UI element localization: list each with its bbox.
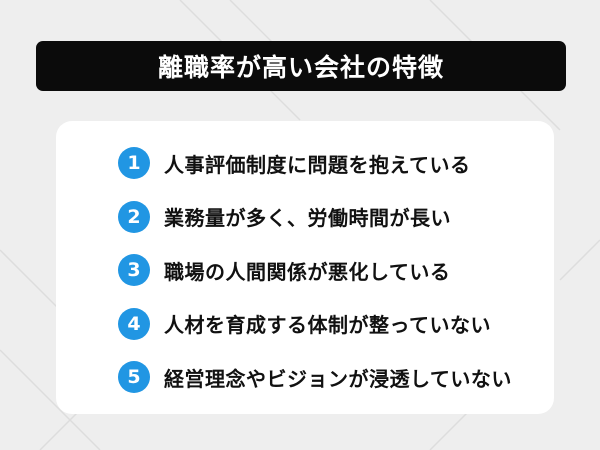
list-item-text: 職場の人間関係が悪化している xyxy=(164,259,451,284)
list-item: 2 業務量が多く、労働時間が長い xyxy=(118,196,512,238)
list-item-text: 人事評価制度に問題を抱えている xyxy=(164,152,471,177)
list-item: 4 人材を育成する体制が整っていない xyxy=(118,303,512,345)
number-badge: 1 xyxy=(118,147,150,179)
feature-list: 1 人事評価制度に問題を抱えている 2 業務量が多く、労働時間が長い 3 職場の… xyxy=(118,142,512,410)
list-item-text: 人材を育成する体制が整っていない xyxy=(164,313,491,337)
number-badge: 3 xyxy=(118,254,150,286)
number-badge: 5 xyxy=(118,361,150,393)
list-item: 3 職場の人間関係が悪化している xyxy=(118,249,512,291)
list-item: 1 人事評価制度に問題を抱えている xyxy=(118,142,512,184)
number-badge: 2 xyxy=(118,200,150,233)
number-badge: 4 xyxy=(118,307,150,340)
title-banner: 離職率が高い会社の特徴 xyxy=(36,41,566,91)
list-item-text: 経営理念やビジョンが浸透していない xyxy=(164,366,512,391)
list-item-text: 業務量が多く、労働時間が長い xyxy=(164,206,451,230)
page-title: 離職率が高い会社の特徴 xyxy=(157,53,444,82)
list-item: 5 経営理念やビジョンが浸透していない xyxy=(118,356,512,398)
